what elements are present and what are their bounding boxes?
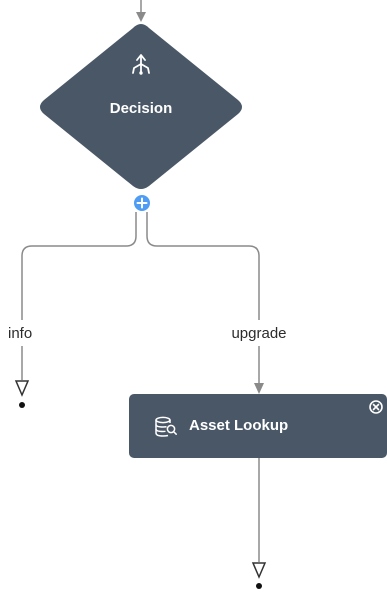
branch-label-upgrade: upgrade <box>231 325 286 342</box>
upgrade-arrow <box>254 383 264 394</box>
upgrade-branch-connector <box>146 212 260 384</box>
database-search-icon <box>155 416 177 437</box>
close-icon[interactable] <box>369 400 383 414</box>
info-end-arrow <box>14 380 30 408</box>
decision-label: Decision <box>110 100 173 117</box>
decision-node[interactable]: Decision <box>40 24 242 189</box>
asset-lookup-label: Asset Lookup <box>189 417 288 434</box>
asset-lookup-out-connector <box>251 458 267 589</box>
info-branch-connector <box>21 212 137 380</box>
asset-lookup-node[interactable]: Asset Lookup <box>129 394 387 458</box>
add-step-button[interactable] <box>132 193 152 213</box>
branch-label-info: info <box>8 325 32 342</box>
plus-icon <box>136 197 148 209</box>
incoming-connector <box>136 0 146 22</box>
branch-icon <box>132 54 150 75</box>
